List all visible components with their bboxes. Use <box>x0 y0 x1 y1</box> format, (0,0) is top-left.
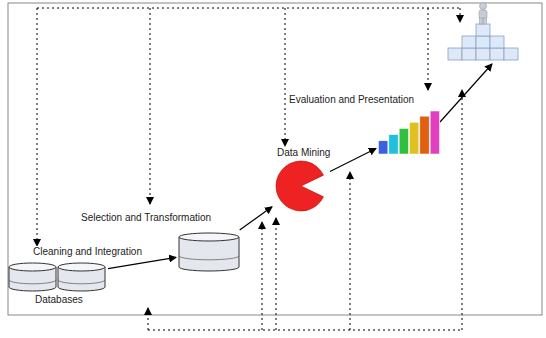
knowledge-figure <box>448 3 518 61</box>
dashed-lines <box>37 8 462 330</box>
step-label: Selection and Transformation <box>80 212 212 224</box>
process-figure: Selection and Transformation <box>178 232 240 272</box>
step-label: Databases <box>34 294 84 306</box>
flow-arrow <box>240 207 272 230</box>
step-label: Cleaning and Integration <box>32 246 143 258</box>
step-label: Evaluation and Presentation <box>288 94 415 106</box>
node-figure <box>8 262 106 292</box>
process-figure: Data Mining <box>274 160 328 212</box>
node-figure <box>378 110 440 154</box>
flow-arrow <box>108 257 176 268</box>
process-figure: Cleaning and IntegrationDatabases <box>8 262 106 292</box>
flow-arrow <box>330 149 376 172</box>
step-label: Data Mining <box>276 147 331 159</box>
node-figure <box>178 232 240 272</box>
result-arrow <box>440 64 492 122</box>
process-figure: Evaluation and Presentation <box>378 110 440 154</box>
node-figure <box>274 160 328 212</box>
